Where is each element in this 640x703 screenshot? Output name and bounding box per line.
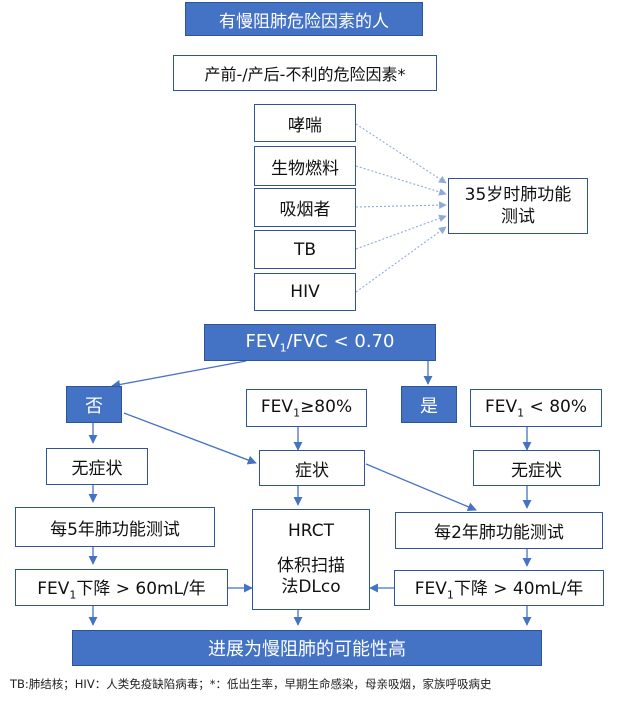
risk-factor-tb: TB xyxy=(293,239,317,260)
hrct-box: HRCT 体积扫描 法DLco xyxy=(252,509,370,610)
lung-function-test-box: 35岁时肺功能测试 xyxy=(448,178,588,234)
ratio-condition-box: FEV1/FVC < 0.70 xyxy=(204,324,436,361)
risk-factor-asthma-box: 哮喘 xyxy=(254,104,356,142)
risk-factor-biofuel-box: 生物燃料 xyxy=(254,146,356,186)
risk-factor-smoker-box: 吸烟者 xyxy=(254,188,356,227)
arrow-biofuel-to-test xyxy=(355,165,447,196)
symptomatic-text: 症状 xyxy=(295,460,329,481)
footnote: TB:肺结核；HIV：人类免疫缺陷病毒；*：低出生率，早期生命感染，母亲吸烟，家… xyxy=(10,677,492,691)
hrct-line-2: 体积扫描 xyxy=(277,555,345,576)
decline-left-text: FEV1下降 > 60mL/年 xyxy=(37,578,206,602)
symptomatic-box: 症状 xyxy=(259,450,365,486)
decline-right-text: FEV1下降 > 40mL/年 xyxy=(414,579,584,602)
title-text: 有慢阻肺危险因素的人 xyxy=(219,11,389,32)
arrow-hiv-to-test xyxy=(355,226,447,293)
asymptomatic-right-box: 无症状 xyxy=(473,450,600,486)
risk-factor-asthma: 哮喘 xyxy=(288,115,322,136)
lung-function-test-text: 35岁时肺功能测试 xyxy=(464,184,572,227)
asymptomatic-left-text: 无症状 xyxy=(71,459,123,479)
risk-factor-biofuel: 生物燃料 xyxy=(271,158,339,179)
test-every-5y-box: 每5年肺功能测试 xyxy=(15,507,215,547)
risk-factor-hiv: HIV xyxy=(290,282,320,302)
arrow-asthma-to-test xyxy=(355,123,447,184)
title-box: 有慢阻肺危险因素的人 xyxy=(185,2,423,36)
risk-factor-hiv-box: HIV xyxy=(254,273,356,311)
branch-no-label: 否 xyxy=(85,395,103,417)
test-every-5y-text: 每5年肺功能测试 xyxy=(50,519,180,540)
asymptomatic-right-text: 无症状 xyxy=(511,460,562,481)
branch-yes-box: 是 xyxy=(401,386,457,423)
arrow-no-to-symptom xyxy=(123,412,257,465)
decline-right-box: FEV1下降 > 40mL/年 xyxy=(394,570,604,606)
prenatal-factors-box: 产前-/产后-不利的危险因素* xyxy=(173,55,437,91)
ratio-condition-text: FEV1/FVC < 0.70 xyxy=(245,330,395,355)
outcome-text: 进展为慢阻肺的可能性高 xyxy=(208,639,406,660)
risk-factor-smoker: 吸烟者 xyxy=(279,200,331,220)
fev-low-text: FEV1 < 80% xyxy=(485,396,587,420)
arrow-ratio-to-no xyxy=(111,360,247,389)
arrow-tb-to-test xyxy=(355,214,447,250)
outcome-box: 进展为慢阻肺的可能性高 xyxy=(72,630,542,666)
test-every-2y-box: 每2年肺功能测试 xyxy=(395,512,603,549)
hrct-line-3: 法DLco xyxy=(281,577,341,598)
fev-high-text: FEV1≥80% xyxy=(260,396,353,420)
hrct-line-1: HRCT xyxy=(287,520,334,541)
decline-left-box: FEV1下降 > 60mL/年 xyxy=(15,569,228,606)
branch-yes-label: 是 xyxy=(420,395,438,417)
asymptomatic-left-box: 无症状 xyxy=(46,448,148,485)
risk-factor-tb-box: TB xyxy=(254,230,356,269)
fev-low-box: FEV1 < 80% xyxy=(470,389,602,427)
arrow-smoker-to-test xyxy=(355,201,447,210)
prenatal-factors-text: 产前-/产后-不利的危险因素* xyxy=(204,65,406,84)
fev-high-box: FEV1≥80% xyxy=(246,389,367,427)
arrow-symptom-to-test2 xyxy=(365,463,477,512)
test-every-2y-text: 每2年肺功能测试 xyxy=(434,523,564,543)
branch-no-box: 否 xyxy=(66,386,122,423)
